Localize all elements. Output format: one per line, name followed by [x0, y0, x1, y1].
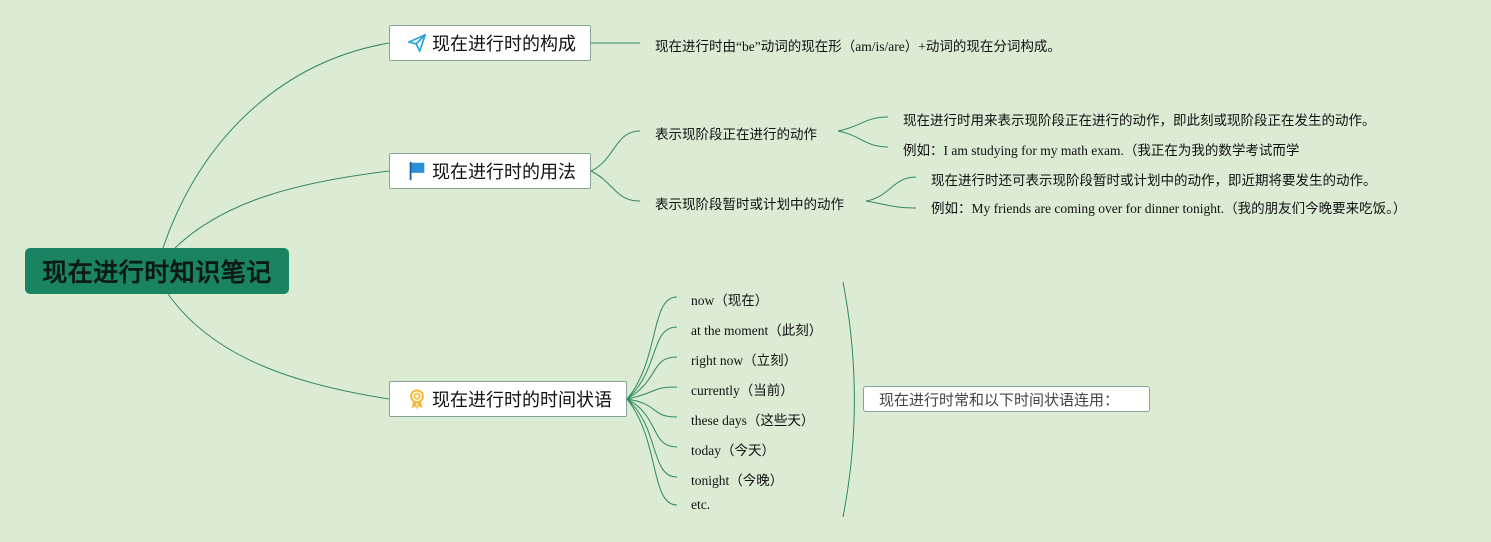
link-adv-6	[626, 398, 678, 448]
adverbial-item[interactable]: now（现在）	[691, 293, 769, 308]
link-adv-2	[626, 326, 678, 400]
usage-branch-2-detail-example[interactable]: 例如：My friends are coming over for dinner…	[931, 201, 1407, 216]
adverbial-item[interactable]: these days（这些天）	[691, 413, 815, 428]
link-adv-4	[626, 386, 678, 400]
construction-text[interactable]: 现在进行时由“be”动词的现在形（am/is/are）+动词的现在分词构成。	[655, 39, 1061, 54]
adverbial-item[interactable]: currently（当前）	[691, 383, 794, 398]
link-branch1-detail-1	[837, 116, 889, 132]
usage-branch-1-detail-definition[interactable]: 现在进行时用来表示现阶段正在进行的动作，即此刻或现阶段正在发生的动作。	[903, 113, 1376, 128]
usage-branch-current-action[interactable]: 表示现阶段正在进行的动作	[655, 127, 817, 143]
link-root-usage	[174, 170, 390, 249]
link-branch2-detail-1	[865, 176, 917, 202]
adverbial-item[interactable]: today（今天）	[691, 443, 775, 458]
paper-plane-icon	[406, 32, 428, 54]
adverbial-item[interactable]: etc.	[691, 497, 711, 512]
summary-bracket	[842, 281, 855, 518]
root-title: 现在进行时知识笔记	[42, 258, 272, 287]
root-topic[interactable]: 现在进行时知识笔记	[25, 248, 289, 294]
topic-construction[interactable]: 现在进行时的构成	[389, 25, 591, 61]
link-adv-1	[626, 296, 678, 400]
topic-time-adverbials-label: 现在进行时的时间状语	[432, 390, 612, 411]
topic-usage[interactable]: 现在进行时的用法	[389, 153, 591, 189]
usage-branch-temporary-action[interactable]: 表示现阶段暂时或计划中的动作	[655, 197, 844, 213]
link-adv-8	[626, 398, 678, 506]
usage-branch-1-detail-example[interactable]: 例如：I am studying for my math exam.（我正在为我…	[903, 143, 1300, 158]
topic-construction-label: 现在进行时的构成	[432, 34, 576, 55]
adverbials-summary-text: 现在进行时常和以下时间状语连用：	[879, 390, 1120, 409]
link-adv-3	[626, 356, 678, 400]
link-root-adverbials	[167, 293, 390, 400]
link-root-construction	[162, 42, 390, 249]
topic-usage-label: 现在进行时的用法	[432, 162, 576, 183]
link-adv-5	[626, 398, 678, 418]
blue-flag-icon	[406, 160, 428, 182]
adverbials-summary[interactable]: 现在进行时常和以下时间状语连用：	[863, 386, 1150, 412]
adverbial-item[interactable]: tonight（今晚）	[691, 473, 784, 488]
adverbial-item[interactable]: at the moment（此刻）	[691, 323, 823, 338]
link-branch1-detail-2	[837, 130, 889, 148]
topic-time-adverbials[interactable]: 现在进行时的时间状语	[389, 381, 627, 417]
award-ribbon-icon	[406, 388, 428, 410]
adverbial-item[interactable]: right now（立刻）	[691, 353, 798, 368]
link-usage-branch-1	[590, 130, 641, 172]
link-usage-branch-2	[590, 170, 641, 202]
link-branch2-detail-2	[865, 200, 917, 209]
link-adv-7	[626, 398, 678, 478]
usage-branch-2-detail-definition[interactable]: 现在进行时还可表示现阶段暂时或计划中的动作，即近期将要发生的动作。	[931, 173, 1377, 188]
